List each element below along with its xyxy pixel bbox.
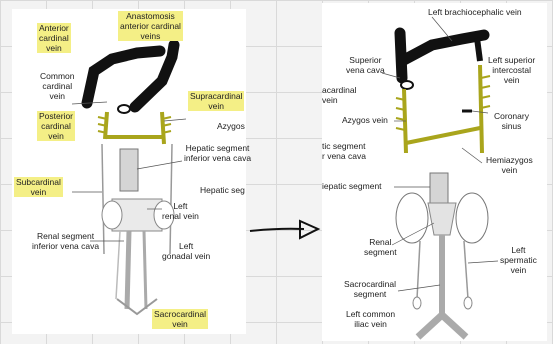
kidney-left	[102, 201, 122, 229]
left-spermatic-vein	[464, 241, 468, 299]
label-azygos: Azygos	[217, 121, 245, 131]
kidney-right	[396, 193, 428, 243]
kidney-left	[456, 193, 488, 243]
label-iepatic-segment: iepatic segment	[322, 181, 382, 191]
right-gonadal-vein	[417, 241, 420, 299]
right-arrow-icon	[248, 218, 322, 242]
left-gonadal-vein	[144, 231, 146, 309]
sacrocardinal-anastomosis	[117, 299, 157, 314]
hemiazygos-cross	[406, 128, 480, 143]
testis-left	[464, 297, 472, 309]
subcardinal-vein-left	[102, 144, 104, 254]
embryonic-veins-diagram	[12, 9, 246, 334]
hepatic-segment-ivc	[430, 173, 448, 203]
left-brachiocephalic-vein	[402, 35, 484, 61]
renal-segment-ivc	[428, 203, 456, 235]
common-cardinal-stump	[118, 105, 130, 113]
label-azygos-vein: Azygos vein	[342, 115, 388, 125]
common-iliac-veins	[418, 315, 466, 337]
hepatic-segment-ivc	[120, 149, 138, 191]
label-hepatic-seg: Hepatic seg	[200, 185, 245, 195]
label-left-brachiocephalic: Left brachiocephalic vein	[428, 7, 522, 17]
testis-right	[413, 297, 421, 309]
supracardinal-vein-right	[162, 112, 164, 144]
ivc-lower	[127, 231, 129, 309]
left-superior-intercostal-vein	[477, 38, 480, 61]
subcardinal-vein-right	[170, 144, 172, 254]
svc-stump	[401, 81, 413, 89]
